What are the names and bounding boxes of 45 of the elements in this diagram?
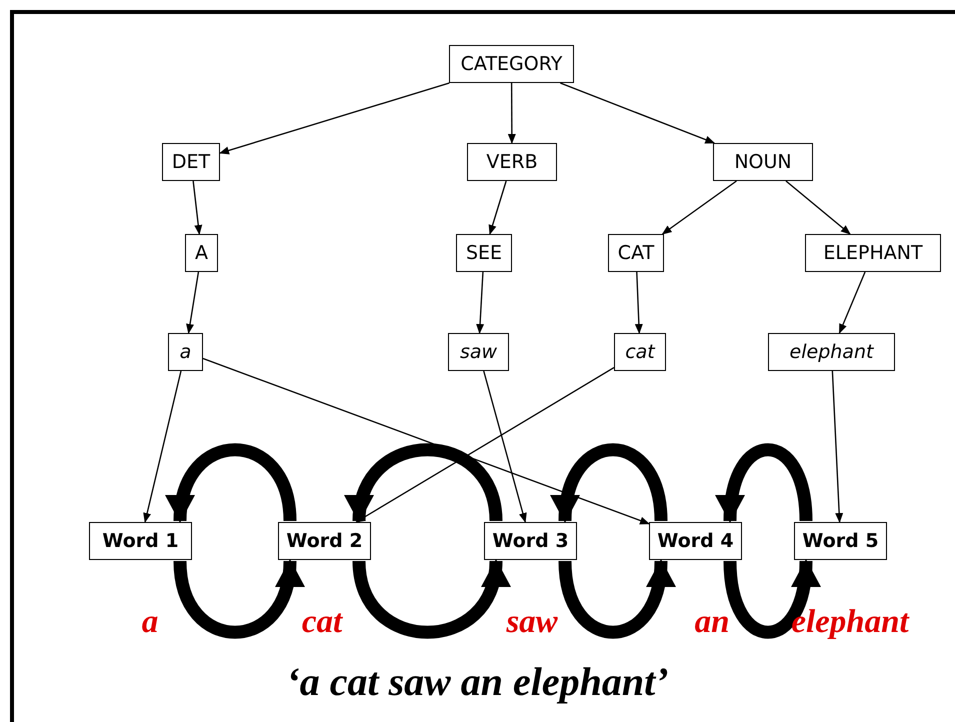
word-label: cat bbox=[302, 604, 342, 641]
arrow bbox=[786, 180, 851, 235]
caption: ‘a cat saw an elephant’ bbox=[285, 658, 670, 705]
curved-arrow bbox=[716, 443, 812, 523]
word-box: Word 1 bbox=[89, 522, 192, 560]
arrow bbox=[483, 370, 527, 523]
curved-arrow bbox=[347, 443, 502, 523]
word-form-box: a bbox=[168, 333, 203, 371]
arrow bbox=[508, 83, 516, 144]
word-box: Word 4 bbox=[649, 522, 742, 560]
word-label: saw bbox=[506, 604, 558, 641]
word-label: an bbox=[694, 604, 730, 641]
word-box: Word 3 bbox=[484, 522, 577, 560]
arrow bbox=[219, 82, 450, 154]
word-label: elephant bbox=[791, 604, 909, 641]
arrow bbox=[202, 358, 650, 524]
category-box: CAT bbox=[608, 234, 664, 272]
arrow bbox=[186, 272, 200, 334]
category-box: DET bbox=[162, 143, 220, 181]
curved-arrow bbox=[558, 559, 674, 639]
arrow bbox=[476, 272, 484, 334]
category-box: ELEPHANT bbox=[805, 234, 941, 272]
curved-arrow bbox=[174, 559, 302, 639]
curved-arrow bbox=[168, 443, 296, 523]
arrow bbox=[192, 180, 202, 235]
arrow bbox=[488, 180, 507, 235]
category-box: NOUN bbox=[713, 143, 813, 181]
arrow bbox=[560, 82, 716, 144]
word-form-box: saw bbox=[448, 333, 509, 371]
word-form-box: cat bbox=[614, 333, 666, 371]
category-box: CATEGORY bbox=[449, 45, 574, 83]
category-box: SEE bbox=[456, 234, 512, 272]
arrow bbox=[143, 370, 182, 523]
arrow bbox=[838, 272, 866, 334]
arrow bbox=[634, 272, 643, 334]
arrow bbox=[662, 180, 737, 235]
word-form-box: elephant bbox=[768, 333, 895, 371]
curved-arrow bbox=[352, 559, 508, 639]
category-box: A bbox=[185, 234, 218, 272]
curved-arrow bbox=[724, 559, 820, 639]
arrow bbox=[832, 370, 844, 523]
word-label: a bbox=[142, 604, 158, 641]
word-box: Word 2 bbox=[278, 522, 371, 560]
category-box: VERB bbox=[467, 143, 557, 181]
word-box: Word 5 bbox=[794, 522, 887, 560]
